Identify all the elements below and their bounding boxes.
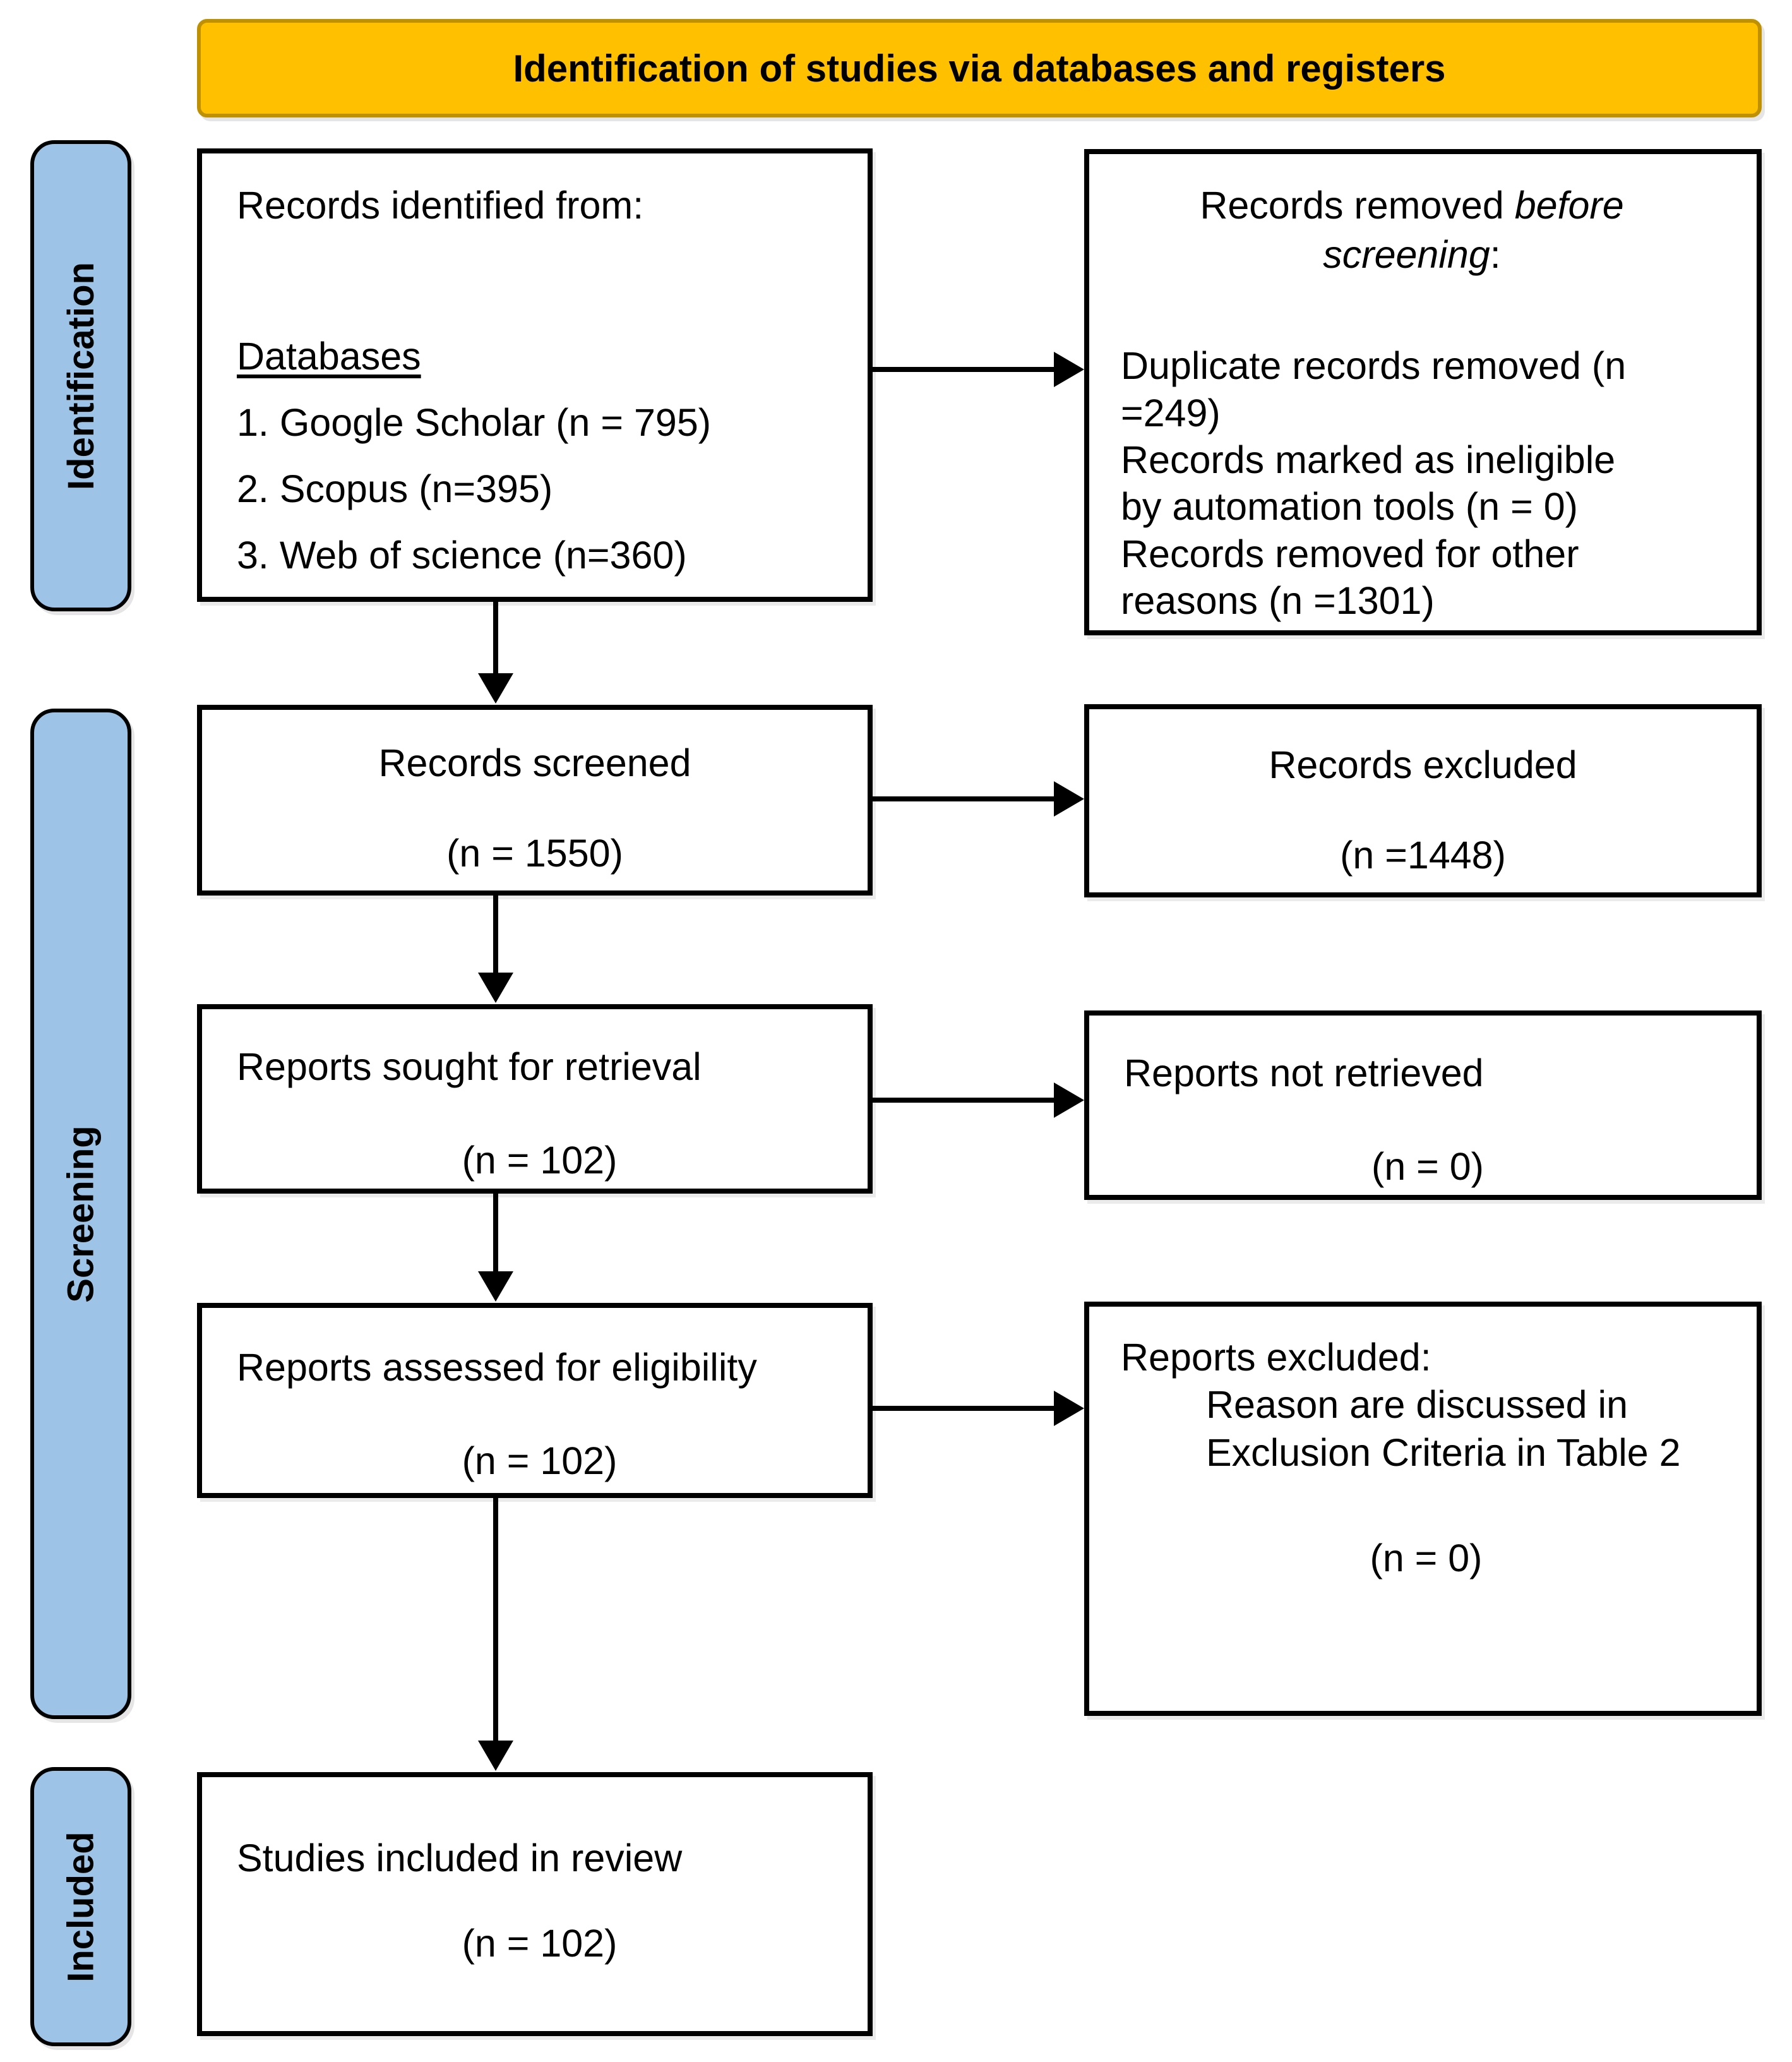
list-line: Records marked as ineligible by automati… <box>1121 438 1616 529</box>
arrow-assessed-to-included-head-icon <box>478 1741 513 1771</box>
arrow-sought-to-notretrieved-line <box>873 1098 1058 1103</box>
box-reports-assessed: Reports assessed for eligibility (n = 10… <box>197 1303 873 1498</box>
reports-sought-count: (n = 102) <box>462 1139 618 1182</box>
arrow-identified-to-screened-line <box>493 602 498 676</box>
box-records-screened: Records screened (n = 1550) <box>197 705 873 896</box>
reports-assessed-label: Reports assessed for eligibility <box>237 1346 757 1389</box>
stage-label-screening: Screening <box>30 709 131 1719</box>
list-line: 1. Google Scholar (n = 795) <box>237 401 712 445</box>
arrow-sought-to-assessed-line <box>493 1194 498 1274</box>
studies-included-label: Studies included in review <box>237 1837 683 1879</box>
arrow-identified-to-removed-head-icon <box>1054 352 1084 387</box>
reports-not-retrieved-count: (n = 0) <box>1371 1145 1484 1189</box>
records-removed-heading: Records removed before screening: <box>1128 181 1696 279</box>
reports-assessed-count: (n = 102) <box>462 1439 618 1483</box>
arrow-assessed-to-excluded-line <box>873 1406 1058 1411</box>
reports-excluded-count: (n = 0) <box>1370 1536 1483 1579</box>
reports-not-retrieved-label: Reports not retrieved <box>1124 1052 1484 1094</box>
diagram-title-banner: Identification of studies via databases … <box>197 19 1762 117</box>
records-screened-count: (n = 1550) <box>446 832 623 875</box>
stage-label-included-text: Included <box>60 1831 102 1982</box>
box-records-identified: Records identified from: Databases 1. Go… <box>197 148 873 602</box>
stage-label-screening-text: Screening <box>60 1125 102 1303</box>
box-records-removed-before-screening: Records removed before screening: Duplic… <box>1084 149 1762 635</box>
arrow-assessed-to-included-line <box>493 1498 498 1743</box>
records-removed-heading-prefix: Records removed <box>1200 184 1515 227</box>
diagram-title: Identification of studies via databases … <box>513 47 1446 90</box>
arrow-screened-to-sought-line <box>493 896 498 975</box>
records-removed-items: Duplicate records removed (n =249)Record… <box>1121 342 1645 624</box>
box-studies-included: Studies included in review (n = 102) <box>197 1772 873 2036</box>
box-reports-not-retrieved: Reports not retrieved (n = 0) <box>1084 1010 1762 1200</box>
records-removed-heading-emphasis: before screening <box>1323 184 1624 277</box>
list-line: Duplicate records removed (n =249) <box>1121 344 1627 435</box>
arrow-screened-to-excluded-line <box>873 796 1058 801</box>
reports-excluded-label: Reports excluded: <box>1121 1336 1431 1379</box>
stage-label-identification: Identification <box>30 140 131 611</box>
databases-heading: Databases <box>237 335 421 378</box>
arrow-identified-to-screened-head-icon <box>478 673 513 704</box>
records-identified-intro: Records identified from: <box>237 184 644 227</box>
list-line: 2. Scopus (n=395) <box>237 467 553 510</box>
stage-label-included: Included <box>30 1767 131 2046</box>
studies-included-count: (n = 102) <box>462 1922 618 1965</box>
stage-label-identification-text: Identification <box>60 261 102 490</box>
reports-sought-label: Reports sought for retrieval <box>237 1045 702 1088</box>
reports-excluded-reason: Reason are discussed in Exclusion Criter… <box>1206 1383 1681 1475</box>
arrow-sought-to-notretrieved-head-icon <box>1054 1082 1084 1118</box>
box-records-excluded: Records excluded (n =1448) <box>1084 704 1762 897</box>
records-excluded-label: Records excluded <box>1269 743 1577 786</box>
list-line: Records removed for other reasons (n =13… <box>1121 532 1579 623</box>
records-identified-list: Databases 1. Google Scholar (n = 795) 2. … <box>237 323 842 589</box>
records-screened-label: Records screened <box>378 741 691 784</box>
database-items: 1. Google Scholar (n = 795) 2. Scopus (n=… <box>237 390 842 589</box>
arrow-screened-to-sought-head-icon <box>478 973 513 1003</box>
records-removed-heading-suffix: : <box>1490 233 1501 277</box>
arrow-assessed-to-excluded-head-icon <box>1054 1391 1084 1426</box>
arrow-identified-to-removed-line <box>873 367 1058 372</box>
arrow-screened-to-excluded-head-icon <box>1054 781 1084 817</box>
box-reports-sought: Reports sought for retrieval (n = 102) <box>197 1004 873 1194</box>
arrow-sought-to-assessed-head-icon <box>478 1271 513 1302</box>
records-excluded-count: (n =1448) <box>1340 834 1506 877</box>
box-reports-excluded: Reports excluded: Reason are discussed i… <box>1084 1302 1762 1716</box>
list-line: 3. Web of science (n=360) <box>237 533 687 577</box>
